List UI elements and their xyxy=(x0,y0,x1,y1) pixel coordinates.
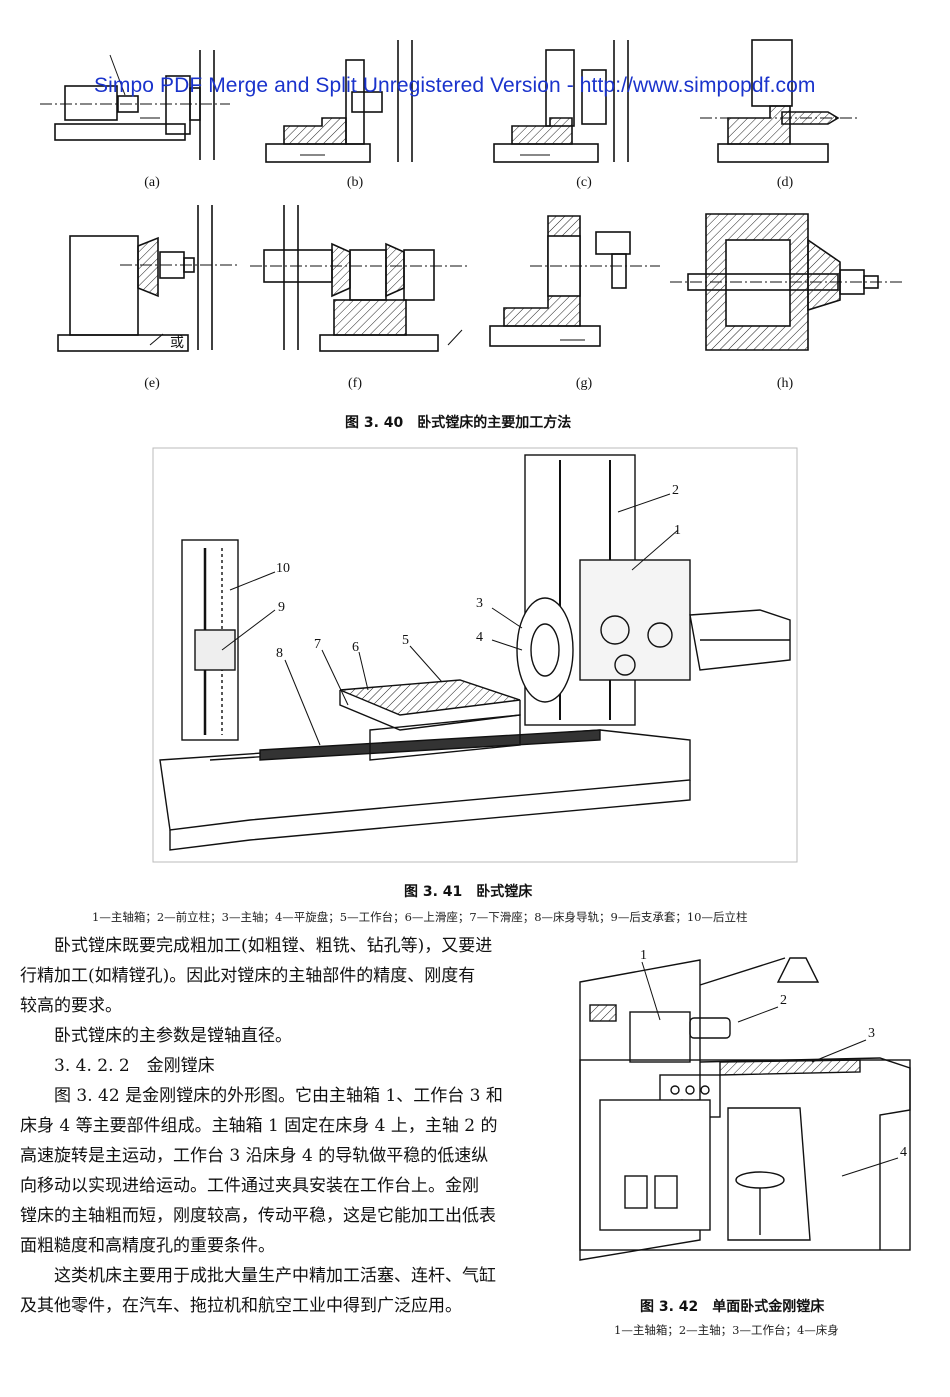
watermark-banner: Simpo PDF Merge and Split Unregistered V… xyxy=(94,74,816,97)
figure-3-42-caption: 图 3. 42 单面卧式金刚镗床 xyxy=(640,1299,825,1315)
figure-3-42-drawing xyxy=(579,957,911,1261)
subfig-h-drawing xyxy=(670,213,905,351)
fig342-callout-3: 3 xyxy=(868,1026,875,1041)
fig341-callout-2: 2 xyxy=(672,483,679,498)
figure-3-41-drawing xyxy=(152,447,798,863)
subfig-c-drawing xyxy=(493,40,629,163)
fig341-callout-1: 1 xyxy=(674,523,681,538)
figure-3-42-legend: 1—主轴箱；2—主轴；3—工作台；4—床身 xyxy=(614,1323,839,1337)
subfig-a-drawing xyxy=(40,50,230,160)
figure-3-41-caption: 图 3. 41 卧式镗床 xyxy=(404,884,533,900)
figure-3-41-legend: 1—主轴箱；2—前立柱；3—主轴；4—平旋盘；5—工作台；6—上滑座；7—下滑座… xyxy=(92,910,748,924)
paragraph-3-line-3: 高速旋转是主运动，工作台 3 沿床身 4 的导轨做平稳的低速纵 xyxy=(20,1146,489,1166)
paragraph-4-line-1: 这类机床主要用于成批大量生产中精加工活塞、连杆、气缸 xyxy=(54,1266,496,1286)
fig341-callout-7: 7 xyxy=(314,637,321,652)
subfig-label-e: (e) xyxy=(144,376,160,391)
paragraph-1-line-2: 行精加工(如精镗孔)。因此对镗床的主轴部件的精度、刚度有 xyxy=(20,966,476,986)
subfig-e-drawing xyxy=(57,205,240,352)
section-heading: 3. 4. 2. 2 金刚镗床 xyxy=(54,1056,215,1076)
subfig-label-h: (h) xyxy=(776,376,794,391)
paragraph-3-line-1: 图 3. 42 是金刚镗床的外形图。它由主轴箱 1、工作台 3 和 xyxy=(54,1086,503,1106)
fig341-callout-8: 8 xyxy=(276,646,283,661)
fig341-callout-6: 6 xyxy=(352,640,359,655)
subfig-f-drawing xyxy=(250,205,470,352)
subfig-b-drawing xyxy=(265,40,413,163)
subfig-d-drawing xyxy=(700,39,860,163)
subfig-label-c: (c) xyxy=(576,175,592,190)
or-label: 或 xyxy=(170,335,184,351)
fig342-callout-2: 2 xyxy=(780,993,787,1008)
subfig-label-d: (d) xyxy=(776,175,794,190)
paragraph-2: 卧式镗床的主参数是镗轴直径。 xyxy=(54,1026,292,1046)
fig342-callout-1: 1 xyxy=(640,948,647,963)
paragraph-3-line-2: 床身 4 等主要部件组成。主轴箱 1 固定在床身 4 上，主轴 2 的 xyxy=(20,1116,498,1136)
paragraph-4-line-2: 及其他零件，在汽车、拖拉机和航空工业中得到广泛应用。 xyxy=(20,1296,462,1316)
fig342-callout-4: 4 xyxy=(900,1145,907,1160)
paragraph-3-line-6: 面粗糙度和高精度孔的重要条件。 xyxy=(20,1236,275,1256)
fig341-callout-5: 5 xyxy=(402,633,409,648)
subfig-label-g: (g) xyxy=(575,376,593,391)
fig341-callout-4: 4 xyxy=(476,630,483,645)
paragraph-1-line-3: 较高的要求。 xyxy=(20,996,122,1016)
fig341-callout-3: 3 xyxy=(476,596,483,611)
figure-3-40-caption: 图 3. 40 卧式镗床的主要加工方法 xyxy=(345,415,572,431)
paragraph-3-line-5: 镗床的主轴粗而短，刚度较高，传动平稳，这是它能加工出低表 xyxy=(20,1206,496,1226)
body-text: 卧式镗床既要完成粗加工(如粗镗、粗铣、钻孔等)，又要进 行精加工(如精镗孔)。因… xyxy=(20,931,565,1321)
fig341-callout-9: 9 xyxy=(278,600,285,615)
paragraph-3-line-4: 向移动以实现进给运动。工件通过夹具安装在工作台上。金刚 xyxy=(20,1176,479,1196)
subfig-label-f: (f) xyxy=(348,376,362,391)
subfig-label-a: (a) xyxy=(144,175,160,190)
subfig-label-b: (b) xyxy=(346,175,364,190)
fig341-callout-10: 10 xyxy=(276,561,290,576)
subfig-g-drawing xyxy=(489,215,660,347)
paragraph-1-line-1: 卧式镗床既要完成粗加工(如粗镗、粗铣、钻孔等)，又要进 xyxy=(54,936,493,956)
